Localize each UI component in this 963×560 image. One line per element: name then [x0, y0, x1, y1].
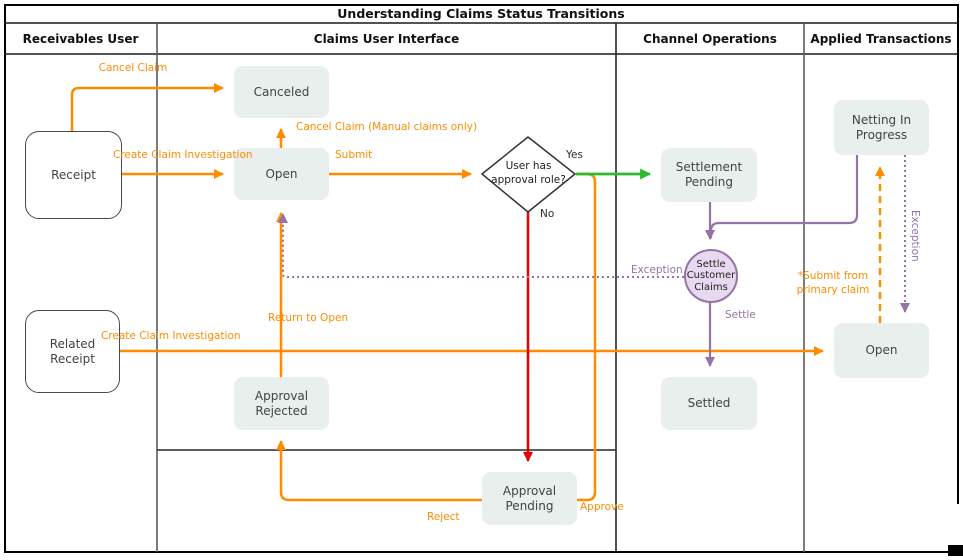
edge-cancel-claim	[70, 83, 224, 131]
edge-label-submit: Submit	[335, 149, 373, 161]
open-applied-node: Open	[834, 323, 929, 378]
netting-in-progress-node: Netting In Progress	[834, 100, 929, 155]
edge-approve	[577, 172, 597, 502]
canceled-node: Canceled	[234, 66, 329, 118]
approval-rejected-node: Approval Rejected	[234, 377, 329, 430]
edge-label-create-claim-investigation-1: Create Claim Investigation	[113, 149, 253, 161]
edge-label-submit-primary: *Submit from primary claim	[796, 270, 870, 296]
settle-customer-claims-label: Settle Customer Claims	[686, 259, 736, 293]
edge-label-yes: Yes	[566, 149, 583, 161]
related-receipt-node: Related Receipt	[25, 310, 120, 393]
edge-reject	[276, 440, 482, 502]
edge-label-exception-horizontal: Exception	[631, 264, 683, 276]
lane-header-receivables-user: Receivables User	[22, 31, 139, 46]
edge-label-cancel-claim-manual: Cancel Claim (Manual claims only)	[296, 121, 478, 133]
edge-label-return-to-open: Return to Open	[268, 312, 349, 324]
decision-label: User has approval role?	[491, 160, 566, 186]
lane-header-claims-user-interface: Claims User Interface	[313, 31, 460, 46]
approval-pending-node: Approval Pending	[482, 472, 577, 525]
lane-header-applied-transactions: Applied Transactions	[810, 31, 952, 46]
settlement-pending-node: Settlement Pending	[661, 148, 757, 202]
edge-exception-horizontal-dotted	[278, 213, 684, 278]
diagram-title: Understanding Claims Status Transitions	[337, 6, 625, 21]
receipt-node: Receipt	[25, 131, 122, 219]
decision-diamond	[480, 136, 577, 213]
outer-border	[4, 4, 959, 553]
open-claims-node: Open	[234, 148, 329, 200]
edge-label-reject: Reject	[427, 511, 460, 523]
edge-label-cancel-claim: Cancel Claim	[98, 62, 168, 74]
border-corner	[948, 545, 963, 556]
edge-label-approve: Approve	[580, 501, 624, 513]
border-notch	[949, 504, 963, 545]
edge-label-create-claim-investigation-2: Create Claim Investigation	[101, 330, 241, 342]
edge-label-no: No	[540, 208, 555, 220]
edge-label-settle: Settle	[725, 309, 756, 321]
edge-label-exception-vertical: Exception	[909, 210, 921, 262]
edge-netting-to-settle	[709, 155, 859, 238]
settle-customer-claims-circle	[684, 249, 738, 303]
lane-header-channel-operations: Channel Operations	[643, 31, 777, 46]
settled-node: Settled	[661, 377, 757, 430]
